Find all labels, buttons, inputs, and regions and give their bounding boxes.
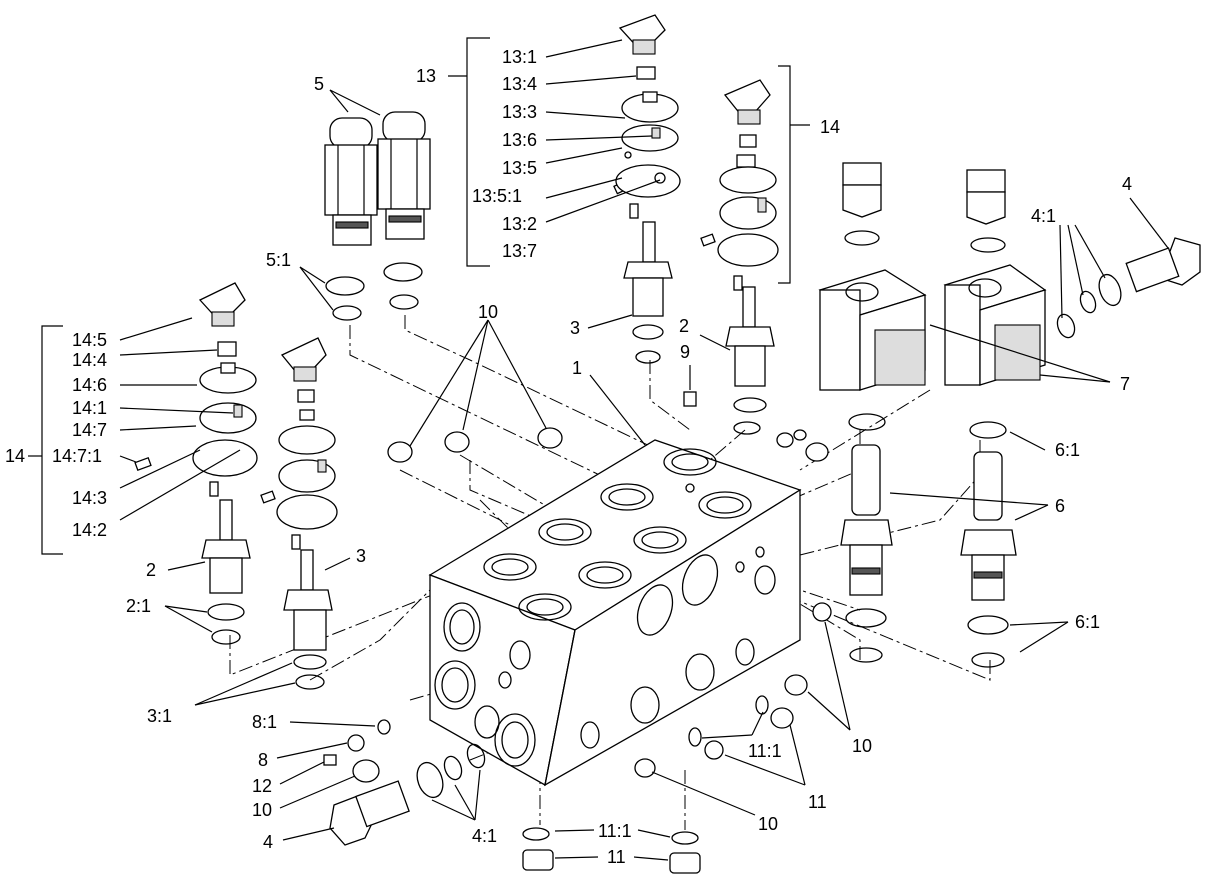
label-13-2: 13:2 [502, 214, 537, 234]
label-11-right: 11 [808, 792, 827, 812]
label-14-6: 14:6 [72, 375, 107, 395]
lower-left-parts [323, 719, 486, 846]
label-13-7: 13:7 [502, 241, 537, 261]
label-10-lower-left: 10 [252, 800, 272, 820]
label-14-1: 14:1 [72, 398, 107, 418]
label-3-1: 3:1 [147, 706, 172, 726]
port-plugs-10-right [634, 602, 832, 778]
label-14-left: 14 [5, 446, 25, 466]
label-14-5: 14:5 [72, 330, 107, 350]
knob-assembly-middle [260, 337, 338, 550]
label-13-5: 13:5 [502, 158, 537, 178]
cartridge-valve-3-left [283, 549, 333, 690]
o-rings-5-1 [325, 262, 423, 321]
label-11-1-right: 11:1 [748, 741, 782, 761]
label-6-1-upper: 6:1 [1055, 440, 1080, 460]
manifold-block [428, 439, 802, 787]
label-10-top: 10 [478, 302, 498, 322]
cartridge-valve-3-upper [623, 221, 673, 364]
cartridge-valve-5-left [324, 117, 378, 246]
leader-lines [119, 39, 1169, 861]
label-14-2: 14:2 [72, 520, 107, 540]
label-13-6: 13:6 [502, 130, 537, 150]
label-5-1: 5:1 [266, 250, 291, 270]
label-13-5-1: 13:5:1 [472, 186, 522, 206]
label-13-3: 13:3 [502, 102, 537, 122]
label-6: 6 [1055, 496, 1065, 516]
label-10-bottom: 10 [758, 814, 778, 834]
label-14-7-1: 14:7:1 [52, 446, 102, 466]
label-8-1: 8:1 [252, 712, 277, 732]
cartridge-valve-2-right [725, 286, 775, 435]
label-14-3: 14:3 [72, 488, 107, 508]
label-1: 1 [572, 358, 582, 378]
port-plugs-10-top [387, 427, 829, 463]
label-4-1-upper: 4:1 [1031, 206, 1056, 226]
label-2-right: 2 [679, 316, 689, 336]
label-14-upper: 14 [820, 117, 840, 137]
knob-assembly-13 [613, 14, 681, 219]
label-11-bottom: 11 [607, 847, 626, 867]
knob-assembly-14-left [134, 282, 258, 497]
cartridge-valve-2-left [201, 499, 251, 645]
solenoid-coil-left [818, 162, 927, 431]
cartridge-valve-6-right [960, 451, 1017, 668]
label-8: 8 [258, 750, 268, 770]
label-5: 5 [314, 74, 324, 94]
label-3-upper: 3 [570, 318, 580, 338]
label-13-4: 13:4 [502, 74, 537, 94]
label-6-1-lower: 6:1 [1075, 612, 1100, 632]
bracket-14-left [28, 325, 63, 555]
label-13-1: 13:1 [502, 47, 537, 67]
label-4-upper: 4 [1122, 174, 1132, 194]
label-13: 13 [416, 66, 436, 86]
label-4-1-lower: 4:1 [472, 826, 497, 846]
label-12: 12 [252, 776, 272, 796]
cartridge-valve-6-left [840, 444, 893, 663]
part-labels: 13:1 13:4 13:3 13:6 13:5 13:5:1 13:2 13:… [5, 47, 1132, 867]
label-10-right: 10 [852, 736, 872, 756]
cartridge-valve-4-upper [1056, 237, 1201, 339]
label-3-left: 3 [356, 546, 366, 566]
plug-9 [683, 391, 697, 407]
bracket-13 [448, 37, 490, 267]
solenoid-coil-right [943, 169, 1047, 439]
label-4-lower: 4 [263, 832, 273, 852]
label-7: 7 [1120, 374, 1130, 394]
bracket-14-upper [778, 65, 810, 284]
label-9: 9 [680, 342, 690, 362]
cartridge-valve-5-right [377, 111, 431, 240]
knob-assembly-14-upper [700, 79, 779, 291]
label-14-4: 14:4 [72, 350, 107, 370]
label-14-7: 14:7 [72, 420, 107, 440]
label-2-left: 2 [146, 560, 156, 580]
label-2-1: 2:1 [126, 596, 151, 616]
label-11-1-bottom: 11:1 [598, 821, 632, 841]
bottom-plugs-11 [522, 827, 701, 874]
